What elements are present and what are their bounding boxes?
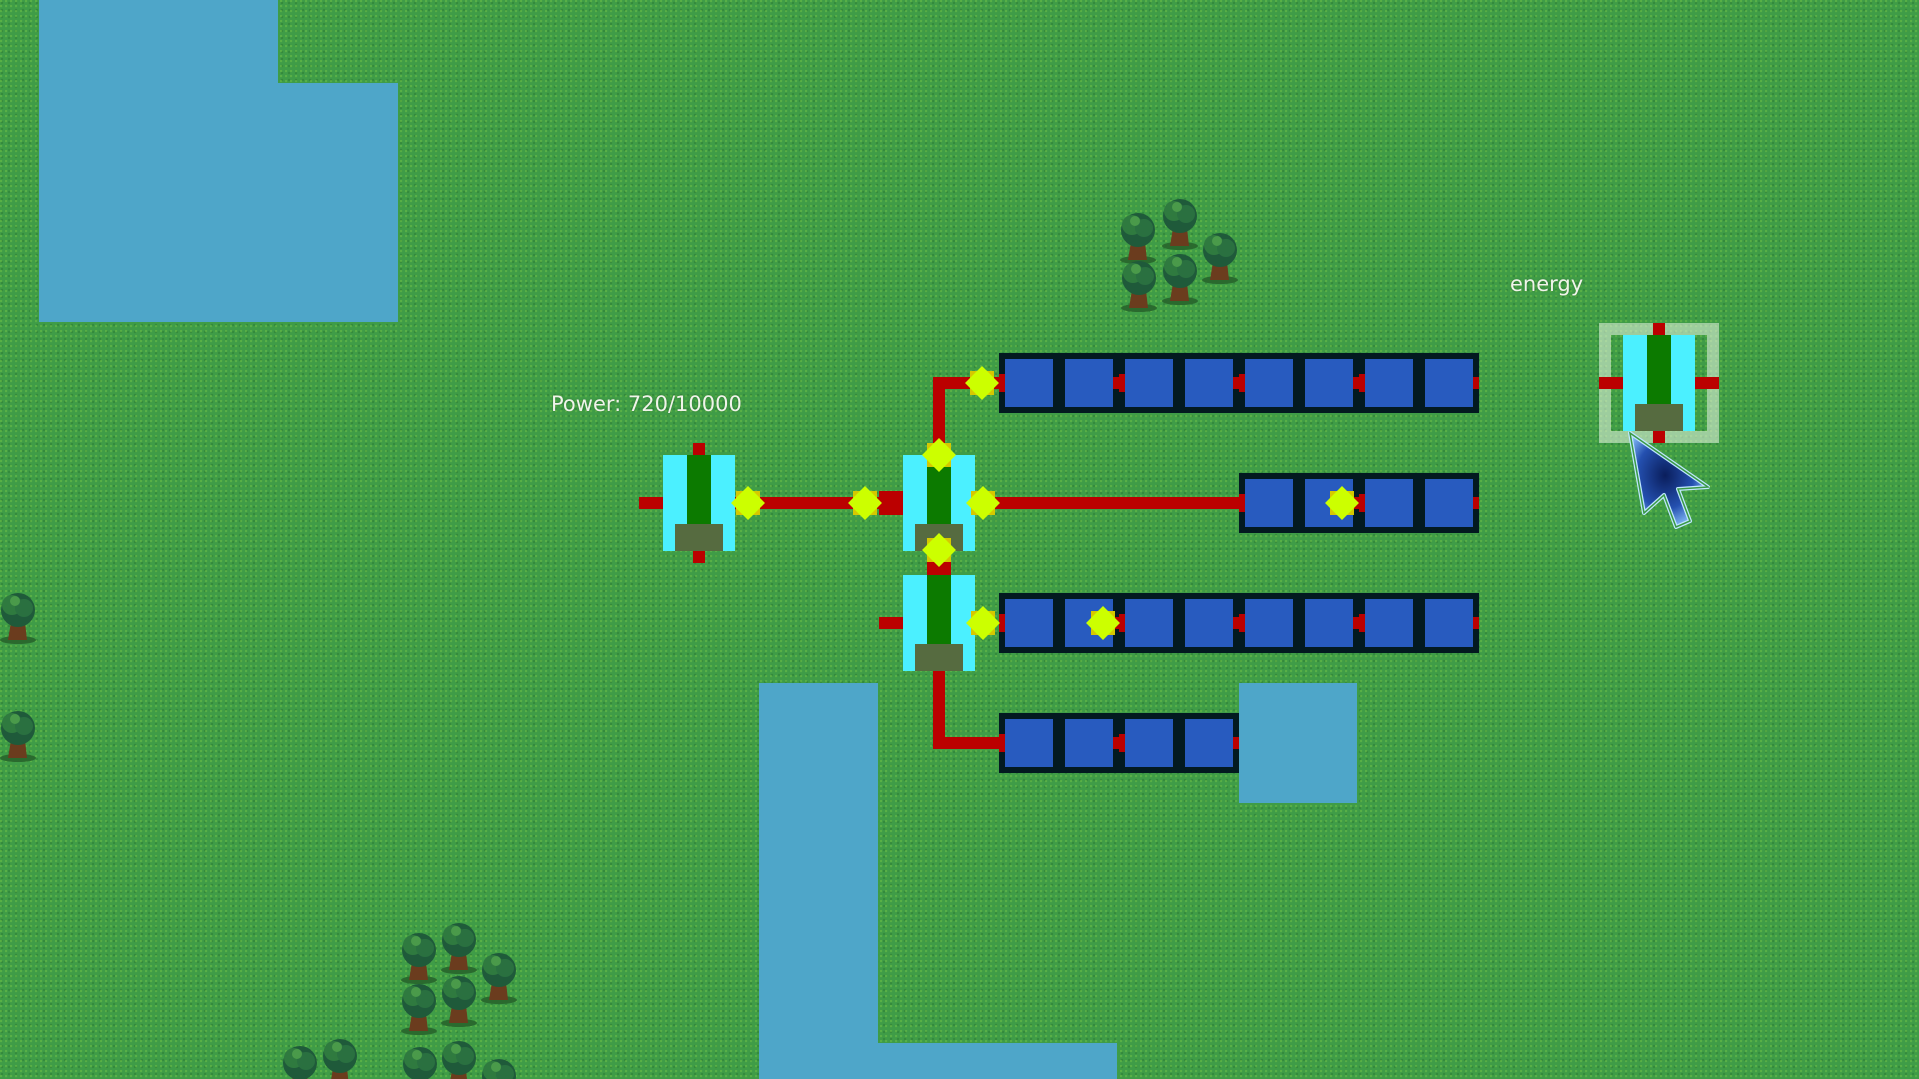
generator-base	[1635, 404, 1683, 431]
pipe	[693, 551, 705, 563]
pipe	[1695, 377, 1719, 389]
river-bottom	[878, 1043, 1117, 1079]
generator-core	[927, 575, 951, 644]
pond	[1239, 683, 1357, 803]
tree-icon	[1162, 199, 1198, 250]
tree-icon	[1121, 261, 1157, 312]
belt-cell	[1305, 599, 1353, 647]
generator-preview	[1623, 335, 1695, 431]
belt-connector	[1359, 614, 1365, 632]
belt-cell	[1125, 359, 1173, 407]
belt-cell	[1245, 479, 1293, 527]
belt-connector	[1119, 614, 1125, 632]
belt-cell	[1185, 719, 1233, 767]
arrow-cursor-icon	[1628, 431, 1711, 529]
belt-row-3[interactable]	[999, 593, 1479, 653]
energy-packet	[848, 486, 882, 520]
belt-connector	[1359, 374, 1365, 392]
belt-cell	[1065, 359, 1113, 407]
tree-icon	[1202, 233, 1238, 284]
energy-packet	[922, 438, 956, 472]
pipe	[933, 377, 945, 455]
belt-connector	[999, 614, 1005, 632]
tree-icon	[323, 1039, 357, 1079]
tree-icon	[441, 923, 477, 974]
belt-cell	[1305, 359, 1353, 407]
belt-row-4[interactable]	[999, 713, 1239, 773]
tree-icon	[442, 1041, 476, 1079]
pipe	[639, 497, 663, 509]
generator[interactable]	[903, 575, 975, 671]
river-bottom	[759, 683, 878, 1079]
energy-packet	[1086, 606, 1120, 640]
pipe	[1653, 431, 1665, 443]
belt-cell	[1245, 599, 1293, 647]
tree-icon	[283, 1046, 317, 1079]
energy-packet	[966, 486, 1000, 520]
tree-icon	[1162, 254, 1198, 305]
pipe	[933, 737, 1000, 749]
belt-cell	[1065, 719, 1113, 767]
belt-connector	[1239, 614, 1245, 632]
belt-row-2[interactable]	[1239, 473, 1479, 533]
belt-cell	[1125, 719, 1173, 767]
generator-base	[675, 524, 723, 551]
belt-cell	[1245, 359, 1293, 407]
tree-icon	[401, 984, 437, 1035]
belt-connector	[1239, 374, 1245, 392]
tree-icon	[441, 976, 477, 1027]
belt-cell	[1365, 479, 1413, 527]
pipe	[1599, 377, 1623, 389]
lake-top-left	[39, 0, 278, 83]
tree-icon	[401, 933, 437, 984]
belt-connector	[1233, 737, 1239, 749]
pipe	[693, 443, 705, 455]
energy-packet	[965, 366, 999, 400]
pipe	[1653, 323, 1665, 335]
tree-icon	[481, 953, 517, 1004]
tree-icon	[0, 593, 36, 644]
pipe	[933, 671, 945, 749]
tree-icon	[0, 711, 36, 762]
generator-base	[915, 644, 963, 671]
energy-packet	[922, 533, 956, 567]
belt-cell	[1185, 599, 1233, 647]
belt-connector	[1473, 377, 1479, 389]
belt-connector	[1473, 617, 1479, 629]
power-readout: Power: 720/10000	[551, 392, 742, 416]
belt-cell	[1425, 359, 1473, 407]
belt-cell	[1005, 359, 1053, 407]
belt-cell	[1005, 599, 1053, 647]
generator-core	[1647, 335, 1671, 404]
belt-connector	[1119, 734, 1125, 752]
belt-connector	[1473, 497, 1479, 509]
pipe	[975, 497, 1239, 509]
belt-connector	[999, 374, 1005, 392]
energy-packet	[731, 486, 765, 520]
belt-connector	[1239, 494, 1245, 512]
tree-icon	[403, 1047, 437, 1079]
energy-packet	[1325, 486, 1359, 520]
tree-icon	[482, 1059, 516, 1079]
belt-cell	[1425, 479, 1473, 527]
generator[interactable]	[663, 455, 735, 551]
belt-row-1[interactable]	[999, 353, 1479, 413]
belt-cell	[1365, 599, 1413, 647]
belt-connector	[1359, 494, 1365, 512]
tree-icon	[1120, 213, 1156, 264]
generator-core	[687, 455, 711, 524]
belt-cell	[1425, 599, 1473, 647]
belt-cell	[1365, 359, 1413, 407]
lake-top-left	[39, 83, 398, 322]
hover-tooltip: energy	[1510, 272, 1584, 296]
belt-connector	[999, 734, 1005, 752]
energy-packet	[966, 606, 1000, 640]
belt-cell	[1125, 599, 1173, 647]
pipe-junction	[879, 491, 903, 515]
belt-cell	[1005, 719, 1053, 767]
belt-cell	[1185, 359, 1233, 407]
belt-connector	[1119, 374, 1125, 392]
pipe	[879, 617, 903, 629]
